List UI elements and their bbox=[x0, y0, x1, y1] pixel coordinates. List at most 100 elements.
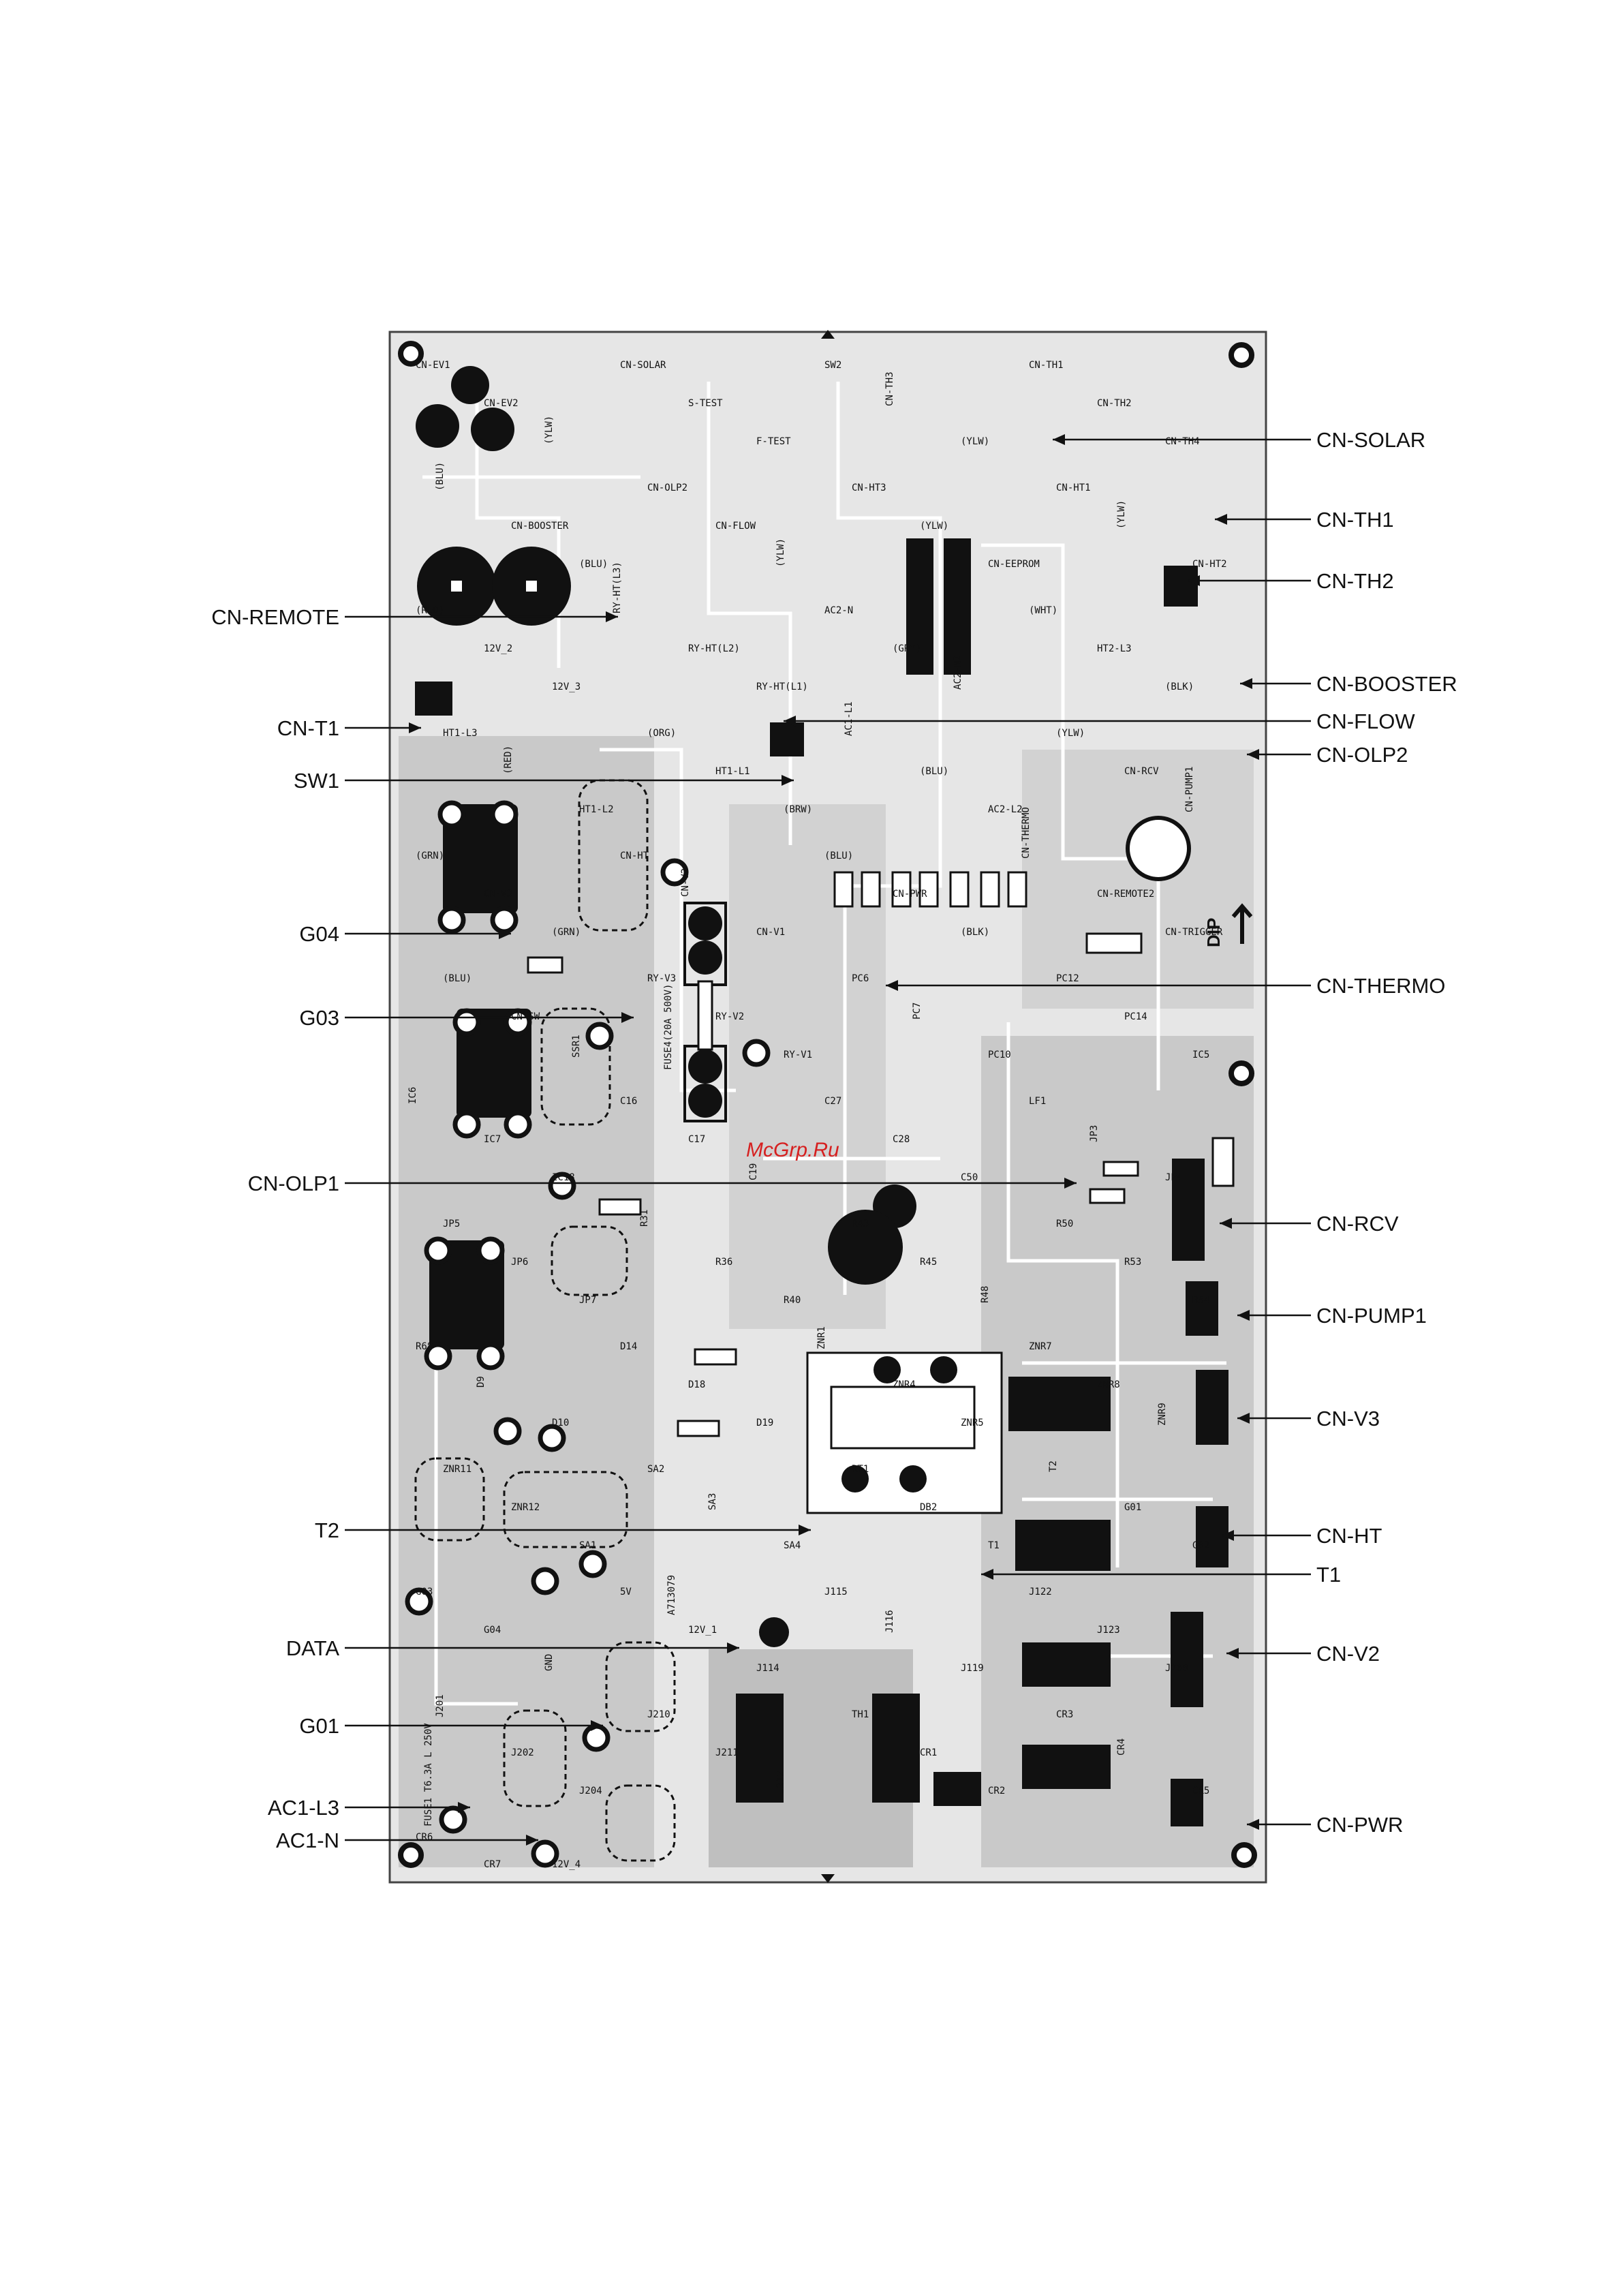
callout-ac1-l3: AC1-L3 bbox=[268, 1796, 339, 1820]
silk-label: (BLK) bbox=[961, 927, 989, 938]
callout-cn-booster-arrowhead bbox=[1240, 678, 1252, 689]
callout-cn-thermo-arrowhead bbox=[886, 980, 898, 991]
callout-sw1: SW1 bbox=[294, 769, 339, 793]
callout-cn-remote-arrowhead bbox=[606, 611, 618, 622]
silk-label: ZNR1 bbox=[816, 1326, 827, 1349]
mounting-hole bbox=[398, 1842, 424, 1868]
silk-label: CN-SOLAR bbox=[620, 360, 666, 371]
silk-label: CN-REMOTE2 bbox=[1097, 889, 1154, 900]
callout-cn-solar: CN-SOLAR bbox=[1316, 428, 1425, 452]
callouts: CN-REMOTECN-T1SW1G04G03CN-OLP1T2DATAG01A… bbox=[211, 428, 1457, 1852]
silk-label: J116 bbox=[884, 1610, 895, 1633]
silk-label: (YLW) bbox=[544, 416, 555, 444]
callout-cn-th2-arrowhead bbox=[1188, 575, 1200, 586]
silk-label: J114 bbox=[756, 1663, 779, 1674]
silk-label: CN-PUMP1 bbox=[1184, 767, 1195, 812]
callout-g03-arrowhead bbox=[621, 1012, 634, 1023]
callout-data-arrowhead bbox=[727, 1642, 739, 1653]
silk-label: 12V_4 bbox=[552, 1859, 581, 1870]
silk-label: (RED) bbox=[503, 746, 514, 774]
silk-label: CN-FLOW bbox=[715, 521, 756, 532]
silk-label: IC18 bbox=[552, 1172, 575, 1183]
callout-cn-ht-arrowhead bbox=[1222, 1530, 1234, 1541]
fuse4-label: FUSE4(20A 500V) bbox=[663, 984, 674, 1070]
silk-label: CN-THERMO bbox=[1021, 807, 1032, 859]
silk-label: CN-HT2 bbox=[1192, 559, 1227, 570]
silk-label: PC14 bbox=[1124, 1011, 1147, 1022]
callout-ac1-n: AC1-N bbox=[276, 1828, 339, 1852]
silk-label: PC7 bbox=[912, 1002, 923, 1020]
silk-label: 12V_1 bbox=[688, 1625, 717, 1636]
mounting-hole bbox=[1228, 342, 1254, 368]
silk-label: R45 bbox=[920, 1257, 937, 1268]
silk-label: G04 bbox=[484, 1625, 501, 1636]
silk-label: (ORG) bbox=[647, 728, 676, 739]
silk-label: GND bbox=[544, 1654, 555, 1671]
silk-label: SA2 bbox=[647, 1464, 664, 1475]
silk-label: AC2-L2 bbox=[988, 804, 1023, 815]
silk-label: J202 bbox=[511, 1747, 534, 1758]
callout-g03: G03 bbox=[299, 1006, 339, 1030]
silk-label: (YLW) bbox=[920, 521, 948, 532]
callout-cn-v2: CN-V2 bbox=[1316, 1642, 1380, 1666]
silk-label: D14 bbox=[620, 1341, 637, 1352]
silk-label: CN-EEPROM bbox=[988, 559, 1040, 570]
silk-label: ZNR7 bbox=[1029, 1341, 1052, 1352]
silk-label: SW2 bbox=[824, 360, 841, 371]
silk-label: RY-V3 bbox=[647, 973, 676, 984]
silk-label: CN-RCV bbox=[1124, 766, 1159, 777]
silk-label: ZNR8 bbox=[1097, 1379, 1120, 1390]
silk-label: ZNR4 bbox=[893, 1379, 916, 1390]
silk-label: SA4 bbox=[784, 1540, 801, 1551]
silk-label: JP6 bbox=[511, 1257, 528, 1268]
silk-label: (BLU) bbox=[824, 851, 853, 861]
silkscreen-labels: CN-EV1CN-EV2(YLW)CN-SOLARS-TESTF-TESTSW2… bbox=[407, 360, 1227, 1870]
silk-label: PC10 bbox=[988, 1050, 1011, 1060]
silk-label: RY-V2 bbox=[715, 1011, 744, 1022]
silk-label: J119 bbox=[961, 1663, 984, 1674]
callout-cn-pwr-arrowhead bbox=[1247, 1819, 1259, 1830]
callout-t1: T1 bbox=[1316, 1563, 1341, 1587]
silk-label: (YLW) bbox=[1056, 728, 1085, 739]
callout-cn-v3: CN-V3 bbox=[1316, 1407, 1380, 1430]
callout-cn-th1-arrowhead bbox=[1215, 514, 1227, 525]
silk-label: J212 bbox=[775, 1771, 786, 1794]
silk-label: HT1-L3 bbox=[443, 728, 478, 739]
callout-sw1-arrowhead bbox=[782, 775, 794, 786]
mounting-hole bbox=[398, 341, 424, 367]
silk-label: G01 bbox=[1124, 1502, 1141, 1513]
silk-label: RY-HT(L2) bbox=[688, 643, 740, 654]
silk-label: (WHT) bbox=[1029, 605, 1057, 616]
silk-label: RY-HT(L3) bbox=[612, 562, 623, 613]
silk-label: LF1 bbox=[1029, 1096, 1046, 1107]
callout-cn-th2: CN-TH2 bbox=[1316, 569, 1394, 593]
silk-label: (BLU) bbox=[435, 462, 446, 491]
silk-label: IC7 bbox=[484, 1134, 501, 1145]
silk-label: HT2-L3 bbox=[1097, 643, 1132, 654]
silk-label: R48 bbox=[980, 1286, 991, 1303]
callout-cn-rcv-arrowhead bbox=[1220, 1218, 1232, 1229]
silk-label: CN-TH1 bbox=[1029, 360, 1064, 371]
callout-ac1-n-arrowhead bbox=[526, 1835, 538, 1846]
silk-label: CN-TRIGGER bbox=[1165, 927, 1223, 938]
silk-label: CN-OLP2 bbox=[647, 483, 687, 493]
callout-cn-olp1-arrowhead bbox=[1064, 1178, 1077, 1189]
silk-label: J115 bbox=[824, 1587, 848, 1597]
silk-label: J122 bbox=[1029, 1587, 1052, 1597]
mounting-hole bbox=[1231, 1842, 1257, 1868]
silk-label: SA1 bbox=[579, 1540, 596, 1551]
silk-label: (BLU) bbox=[579, 559, 608, 570]
silk-label: F-TEST bbox=[756, 436, 791, 447]
silk-label: DB2 bbox=[920, 1502, 937, 1513]
silk-label: AC2-N2 bbox=[953, 655, 963, 690]
callout-cn-th1: CN-TH1 bbox=[1316, 508, 1394, 532]
silk-label: R36 bbox=[715, 1257, 732, 1268]
electrolytic-capacitors bbox=[416, 366, 1191, 1285]
silk-label: J201 bbox=[435, 1694, 446, 1717]
silk-label: RY-V1 bbox=[784, 1050, 812, 1060]
silk-label: J123 bbox=[1097, 1625, 1120, 1636]
silk-label: (BRW) bbox=[784, 804, 812, 815]
silk-label: CN-EV1 bbox=[416, 360, 450, 371]
silk-label: (YLW) bbox=[1116, 500, 1127, 529]
silk-label: AC2-N bbox=[824, 605, 853, 616]
